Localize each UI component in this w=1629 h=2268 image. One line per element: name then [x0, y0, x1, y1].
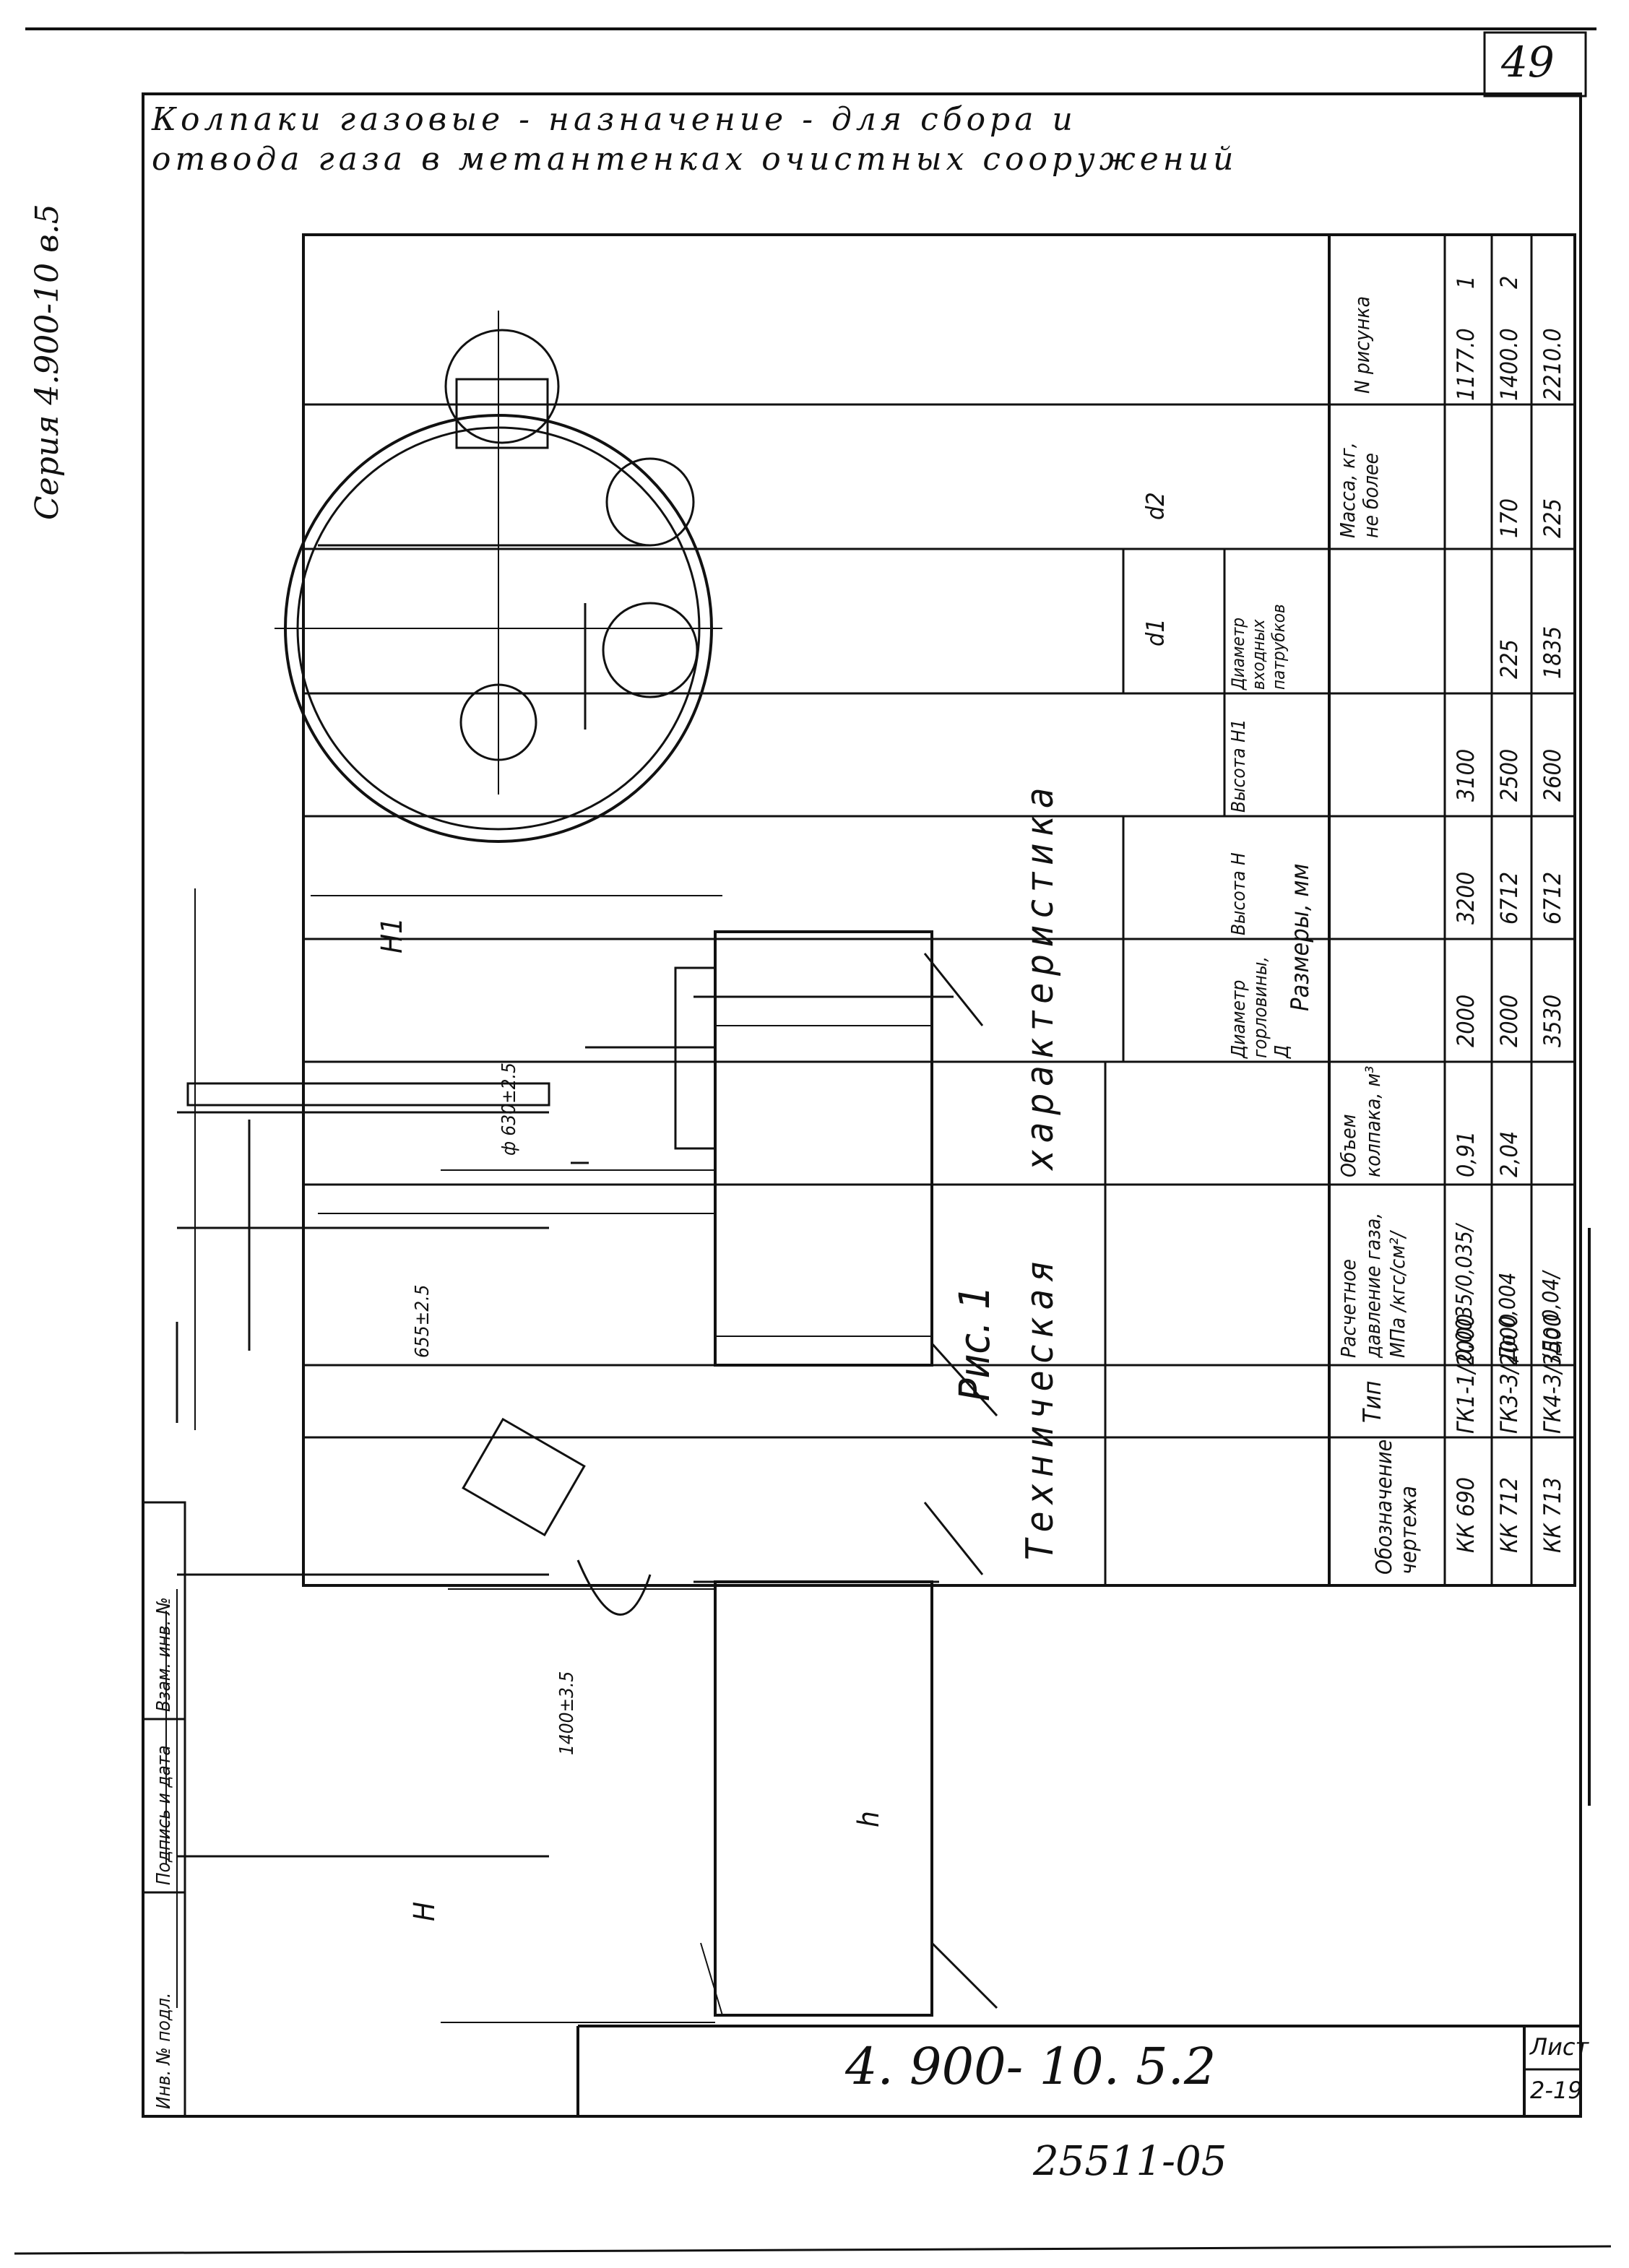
page-number: 49	[1501, 38, 1555, 87]
hdr-d2: d2	[1141, 492, 1170, 520]
dim-655: 655±2.5	[412, 1284, 433, 1358]
dim-h-small: h	[852, 1811, 886, 1827]
dim-1400: 1400±3.5	[556, 1671, 578, 1755]
r1-pressure: 0,0035/0,035/	[1452, 1224, 1477, 1362]
stamp-replace: Взам. инв. №	[153, 1597, 175, 1712]
series-note: Серия 4.900-10 в.5	[29, 204, 66, 520]
r2-designation: КК 712	[1495, 1477, 1523, 1553]
plan-view	[275, 311, 722, 843]
r2-diameter: 2000	[1495, 994, 1523, 1047]
r2-pressure: До 0,004	[1495, 1272, 1521, 1362]
r1-diameter: 2000	[1452, 994, 1479, 1047]
r3-designation: КК 713	[1539, 1477, 1566, 1553]
r3-h1: 2600	[1539, 748, 1566, 802]
r1-designation: КК 690	[1452, 1477, 1479, 1553]
hdr-pressure: Расчетное давление газа, МПа /кгс/см²/	[1336, 1212, 1409, 1358]
r3-pressure: /До 0,04/	[1539, 1271, 1564, 1362]
r2-fig: 2	[1495, 275, 1523, 289]
figure-label: Рис. 1	[950, 1285, 999, 1401]
sheet-label: Лист	[1530, 2033, 1589, 2061]
r1-h1: 3100	[1452, 748, 1479, 802]
r1-fig: 1	[1452, 275, 1479, 289]
r1-h: 3200	[1452, 871, 1479, 925]
r1-volume: 0,91	[1452, 1130, 1479, 1177]
r2-mass: 1400.0	[1495, 328, 1523, 401]
side-view-2	[165, 1417, 998, 2023]
table-title-b: характеристика	[1019, 780, 1062, 1170]
hdr-mass: Масса, кг, не более	[1336, 442, 1383, 538]
side-view-1	[176, 888, 998, 1430]
r2-d2: 170	[1495, 498, 1523, 538]
sheet-value: 2-19	[1530, 2077, 1583, 2104]
title-line-1: Колпаки газовые - назначение - для сбора…	[152, 101, 1077, 138]
designation: 4. 900- 10. 5.2	[845, 2037, 1217, 2096]
r2-h1: 2500	[1495, 748, 1523, 802]
hdr-type: Тип	[1358, 1380, 1387, 1423]
dim-h-left: H	[408, 1901, 441, 1921]
r3-d2: 225	[1539, 498, 1566, 538]
stamp-inv: Инв. № подл.	[153, 1992, 175, 2109]
dim-h1: H1	[376, 917, 409, 953]
page-number-box	[1483, 31, 1587, 98]
r3-diameter: 3530	[1539, 994, 1566, 1047]
title-line-2: отвода газа в метантенках очистных соору…	[152, 141, 1238, 178]
hdr-fig-no: N рисунка	[1350, 295, 1374, 394]
hdr-d1: d1	[1141, 618, 1170, 646]
stamp-sign: Подпись и дата	[153, 1745, 175, 1885]
dim-d630: ф 630±2.5	[498, 1062, 520, 1156]
hdr-height-h: Высота H	[1228, 852, 1250, 935]
hdr-designation: Обозначение чертежа	[1372, 1439, 1422, 1575]
r1-mass: 1177.0	[1452, 328, 1479, 401]
r3-d1: 1835	[1539, 626, 1566, 679]
doc-number: 25511-05	[1033, 2138, 1227, 2185]
frame-border	[142, 92, 1582, 2118]
spec-table-grid	[302, 233, 1576, 1587]
r2-volume: 2,04	[1495, 1130, 1523, 1177]
hdr-volume: Объем колпака, м³	[1336, 1065, 1385, 1177]
hdr-diameter: Диаметр горловины, Д	[1228, 956, 1293, 1058]
r3-h: 6712	[1539, 871, 1566, 925]
hdr-pipe-diam: Диаметр входных патрубков	[1228, 604, 1289, 690]
hdr-height-h1: Высота H1	[1228, 719, 1250, 813]
r2-d1: 225	[1495, 639, 1523, 679]
table-title-a: Техническая	[1019, 1254, 1062, 1560]
r2-h: 6712	[1495, 871, 1523, 925]
r3-mass: 2210.0	[1539, 328, 1566, 401]
